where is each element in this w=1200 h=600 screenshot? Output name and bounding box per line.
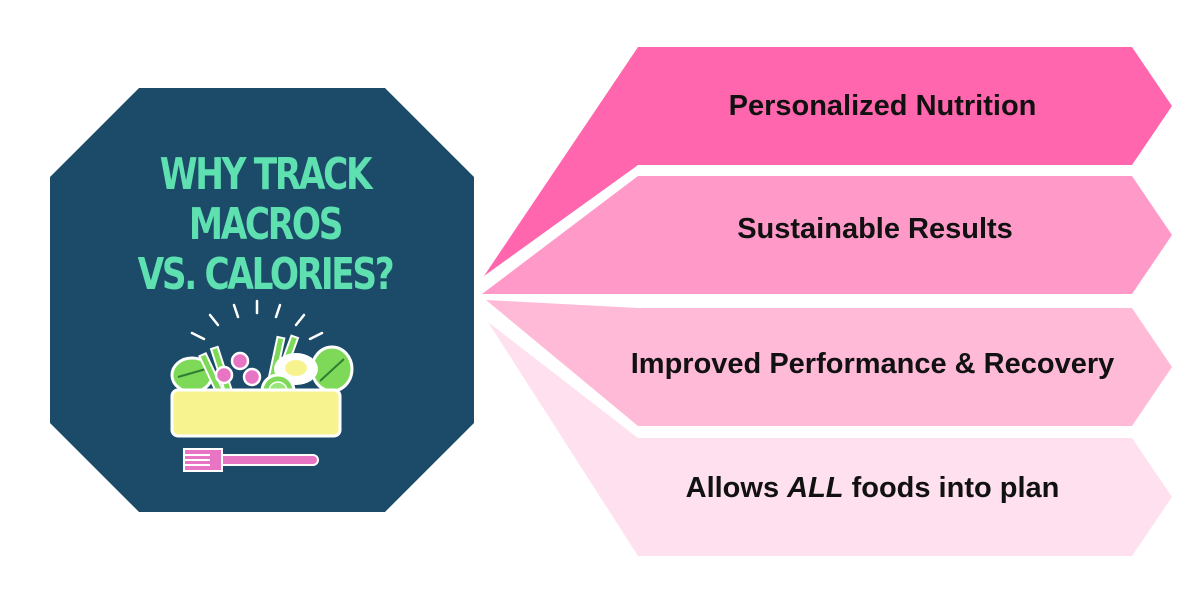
- octagon-panel: [50, 88, 474, 512]
- arrow-2: [482, 176, 1172, 294]
- bowl-shape: [170, 388, 342, 438]
- arrow-4: [488, 322, 1172, 556]
- headline-line-1: WHY TRACK MACROS: [159, 149, 373, 250]
- headline: WHY TRACK MACROS VS. CALORIES?: [121, 150, 410, 300]
- reason-label-4-emphasis: ALL: [787, 472, 844, 504]
- reason-label-4-before: Allows: [685, 472, 788, 504]
- sparkle-icon: [190, 299, 324, 341]
- salad-bowl-icon: [170, 299, 354, 472]
- arrow-1: [484, 47, 1172, 276]
- reason-label-1: Personalized Nutrition: [728, 90, 1037, 122]
- fork-icon: [183, 448, 319, 472]
- reason-label-4-after: foods into plan: [843, 472, 1060, 504]
- arrow-3: [486, 300, 1172, 426]
- greens-icon: [170, 334, 354, 409]
- reason-label-2: Sustainable Results: [737, 213, 1013, 245]
- reason-label-4: Allows ALL foods into plan: [640, 472, 1105, 505]
- headline-line-2: VS. CALORIES?: [137, 249, 395, 300]
- reason-label-3: Improved Performance & Recovery: [630, 348, 1115, 380]
